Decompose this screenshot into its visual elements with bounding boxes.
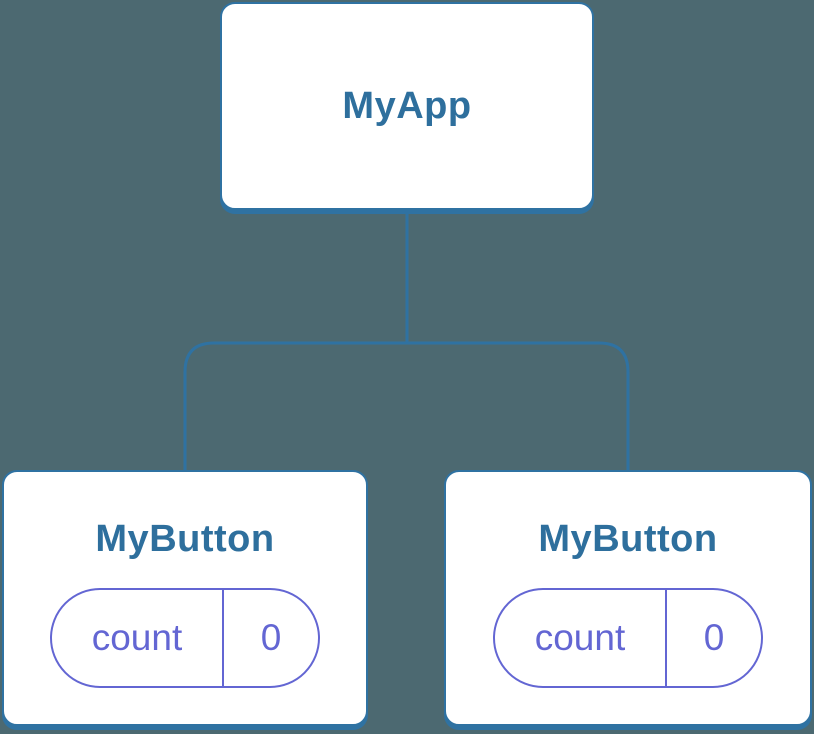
state-label: count — [91, 617, 183, 658]
node-myapp: MyApp — [220, 2, 594, 210]
state-value: 0 — [665, 590, 761, 686]
node-title: MyApp — [342, 84, 472, 127]
node-mybutton-left: MyButton count 0 — [2, 470, 368, 726]
state-label: count — [534, 617, 626, 658]
state-pill: count 0 — [50, 588, 320, 688]
node-title: MyButton — [95, 518, 275, 560]
children-bracket-line — [183, 341, 630, 474]
state-pill: count 0 — [493, 588, 763, 688]
state-value: 0 — [222, 590, 318, 686]
node-mybutton-right: MyButton count 0 — [444, 470, 812, 726]
node-title: MyButton — [538, 518, 718, 560]
